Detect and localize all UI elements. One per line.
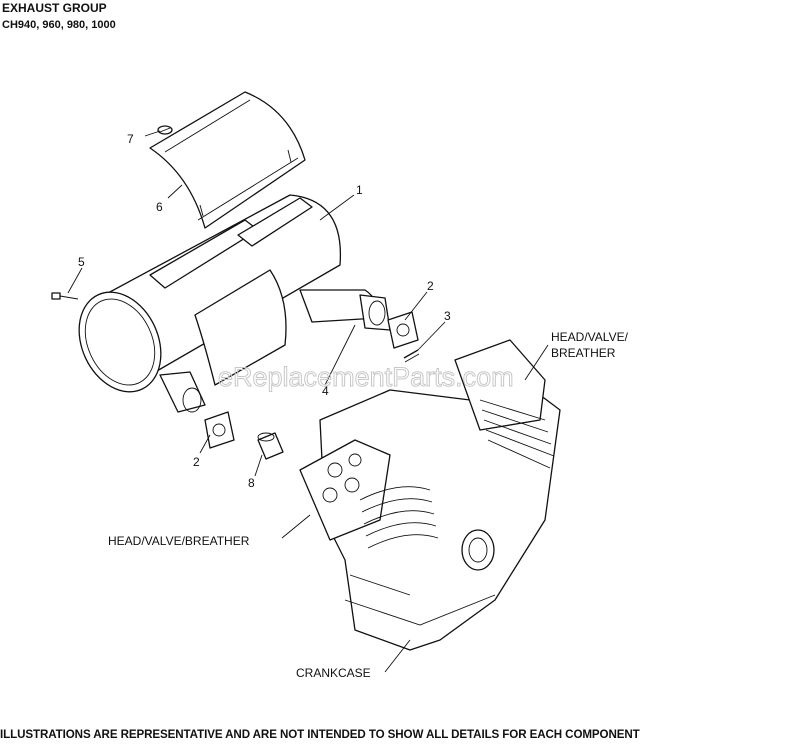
disclaimer-footer: ILLUSTRATIONS ARE REPRESENTATIVE AND ARE… (0, 728, 640, 741)
callout-3: 3 (444, 309, 451, 323)
heat-shield (149, 91, 306, 229)
exhaust-diagram: eReplacementParts.com 1 2 2 3 4 5 6 7 8 … (51, 91, 629, 680)
spacer-part-8 (257, 432, 284, 460)
label-head-valve-breather-right-1: HEAD/VALVE/ (551, 330, 629, 344)
label-head-valve-breather-right-2: BREATHER (551, 346, 616, 360)
gasket-lower (204, 411, 235, 449)
watermark: eReplacementParts.com (218, 362, 514, 392)
callout-7: 7 (127, 132, 134, 146)
stud-part-3 (403, 349, 420, 363)
callout-2-upper: 2 (427, 279, 434, 293)
screw-part-7 (157, 125, 173, 135)
label-head-valve-breather-left: HEAD/VALVE/BREATHER (108, 534, 250, 548)
muffler (78, 194, 391, 413)
engine-block (299, 339, 561, 651)
label-crankcase: CRANKCASE (296, 666, 371, 680)
gasket-upper (387, 311, 419, 349)
callout-2-lower: 2 (193, 455, 200, 469)
callout-6: 6 (156, 200, 163, 214)
callout-8: 8 (248, 476, 255, 490)
callout-1: 1 (356, 183, 363, 197)
model-numbers: CH940, 960, 980, 1000 (2, 19, 116, 31)
callout-4: 4 (322, 384, 329, 398)
leader-lines (67, 130, 549, 673)
callout-5: 5 (78, 255, 85, 269)
bolt-part-5 (51, 292, 79, 300)
diagram-title: EXHAUST GROUP (2, 1, 107, 15)
